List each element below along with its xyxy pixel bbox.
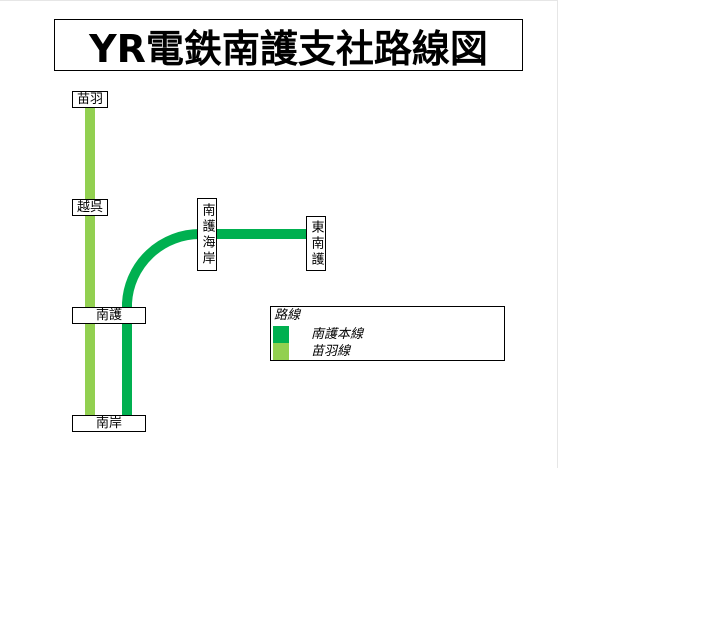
- station-nangan[interactable]: 南岸: [72, 415, 146, 432]
- legend-swatch-main-line: [273, 326, 289, 343]
- station-nango[interactable]: 南護: [72, 307, 146, 324]
- station-naeba[interactable]: 苗羽: [72, 91, 108, 108]
- legend-item-main-line: 南護本線: [271, 326, 504, 343]
- legend-item-naeba-line: 苗羽線: [271, 343, 504, 360]
- legend: 路線 南護本線 苗羽線: [270, 306, 505, 361]
- canvas-area: [0, 0, 558, 468]
- station-etsugo[interactable]: 越呉: [72, 199, 108, 216]
- legend-label-naeba-line: 苗羽線: [311, 344, 351, 359]
- legend-swatch-naeba-line: [273, 343, 289, 360]
- station-nango-kaigan[interactable]: 南護海岸: [197, 198, 217, 271]
- station-higashi-nango[interactable]: 東南護: [306, 216, 326, 271]
- nango-main-line-track: [122, 228, 316, 423]
- legend-title: 路線: [274, 308, 301, 323]
- map-title: YR電鉄南護支社路線図: [54, 19, 523, 71]
- legend-label-main-line: 南護本線: [311, 327, 364, 342]
